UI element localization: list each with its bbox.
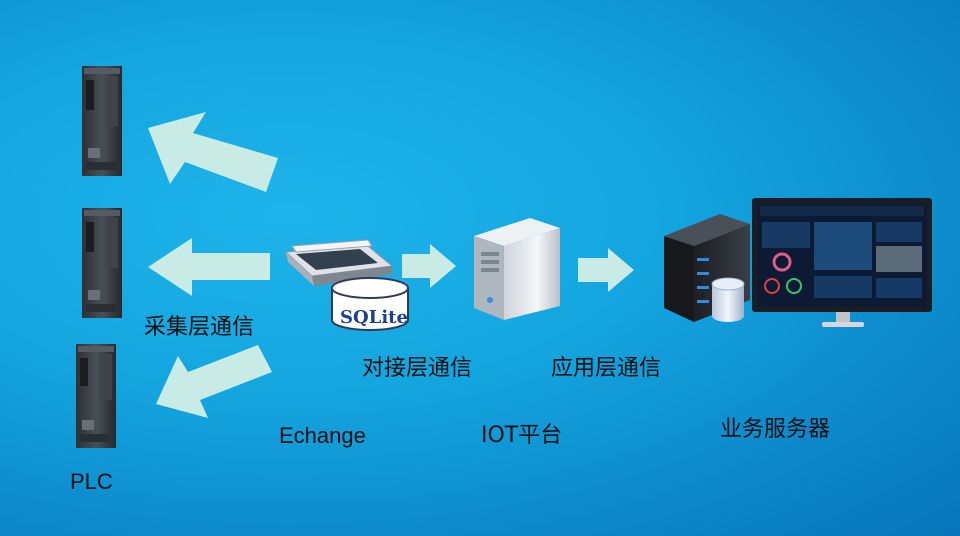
application-layer-label: 应用层通信: [551, 356, 662, 381]
arrow-to-plc-middle: [148, 238, 270, 296]
plc-device-middle: [82, 208, 122, 318]
business-server-label: 业务服务器: [720, 417, 831, 442]
docking-layer-label: 对接层通信: [362, 356, 473, 381]
business-database: [711, 277, 745, 322]
plc-label: PLC: [70, 469, 113, 494]
sqlite-database: [331, 277, 409, 331]
dashboard-monitor: [752, 198, 932, 327]
sqlite-label: SQLite: [340, 307, 408, 328]
arrow-to-iot: [402, 244, 456, 288]
arrow-to-business: [578, 248, 634, 292]
plc-device-bottom: [76, 344, 116, 448]
echange-device: [284, 239, 394, 286]
arrow-to-plc-top: [148, 112, 278, 192]
plc-device-top: [82, 66, 122, 176]
iot-platform-label: IOT平台: [481, 423, 563, 448]
arrow-to-plc-bottom: [156, 345, 272, 418]
iot-server: [474, 218, 560, 320]
collection-layer-label: 采集层通信: [144, 315, 255, 340]
echange-label: Echange: [279, 423, 366, 448]
